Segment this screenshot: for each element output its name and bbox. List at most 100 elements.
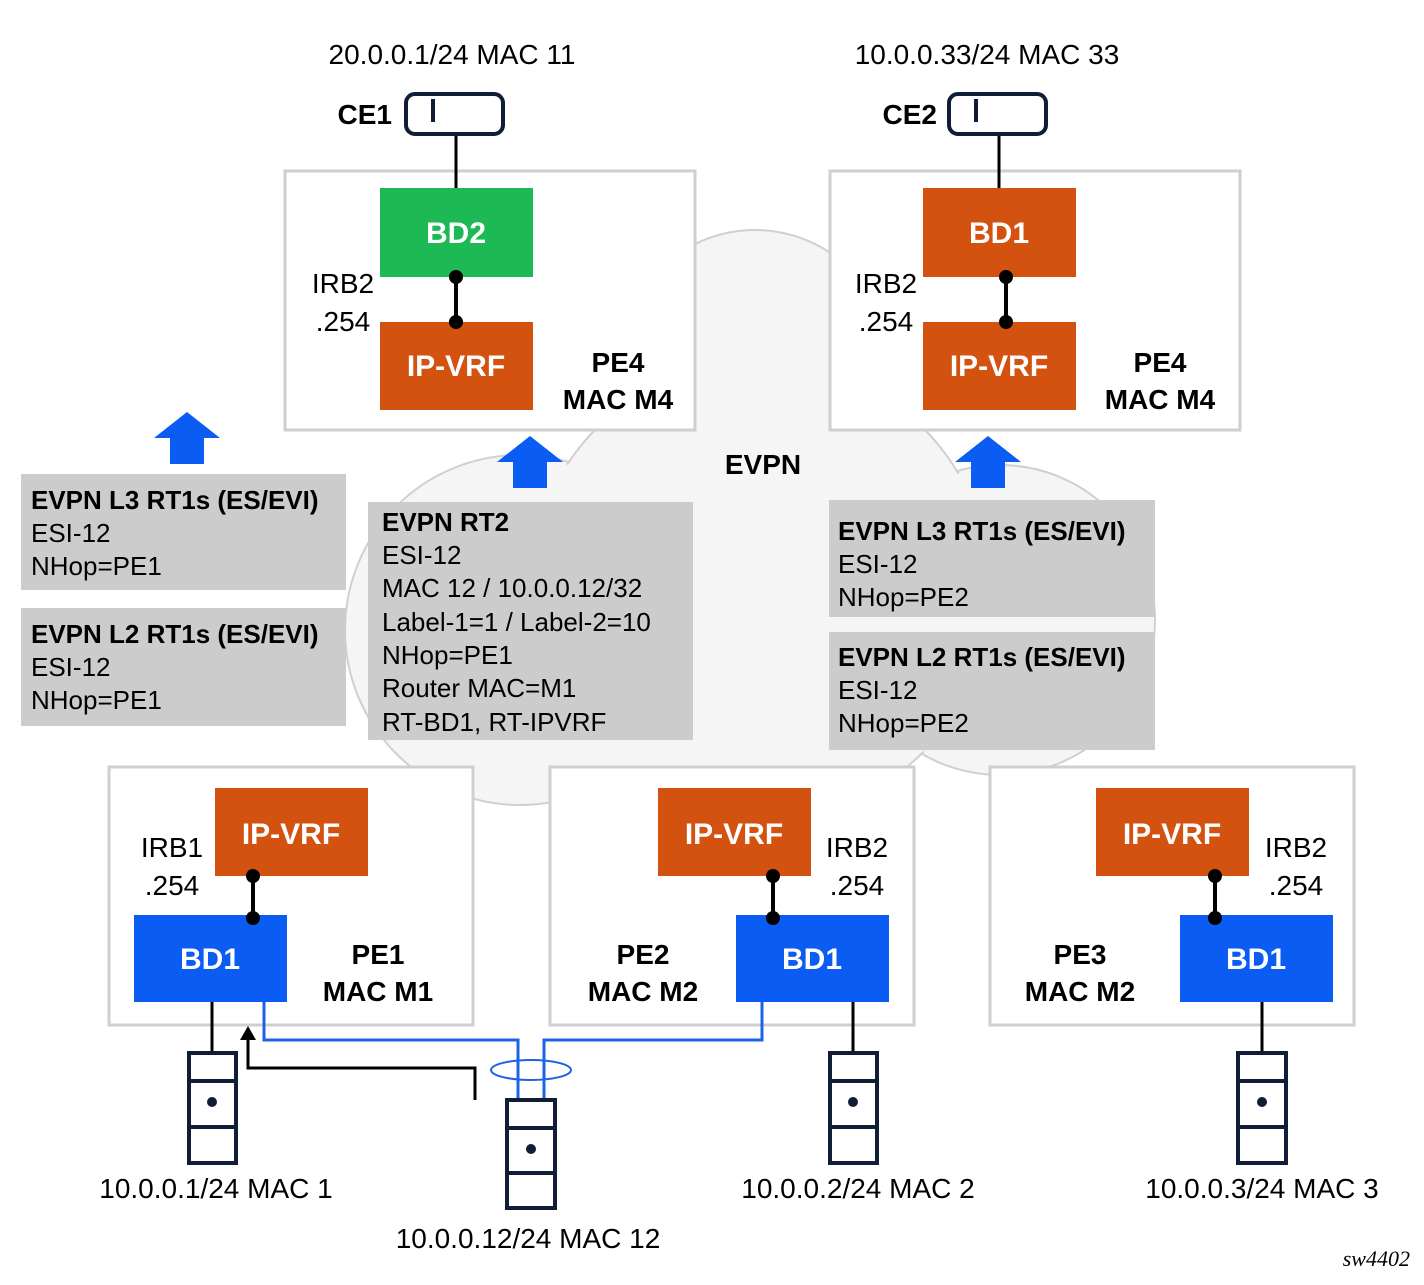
pe3-bd-label: BD1: [1226, 943, 1286, 976]
pe3-vrf-label: IP-VRF: [1123, 818, 1221, 851]
route-rt2-title: EVPN RT2: [382, 507, 509, 537]
pe1-bd: [134, 915, 287, 1002]
host2-label: 10.0.0.2/24 MAC 2: [741, 1173, 974, 1204]
route-rt2-line: ESI-12: [382, 540, 462, 570]
pe4-left-irb-ip: .254: [316, 306, 371, 337]
pe2-name: PE2: [617, 939, 670, 970]
pe3-vrf-dot: [1208, 869, 1222, 883]
pe4-right-bd-label: BD1: [969, 217, 1029, 250]
pe3-irb: IRB2: [1265, 832, 1327, 863]
evpn-label: EVPN: [725, 449, 801, 480]
route-rt2-line: Router MAC=M1: [382, 673, 576, 703]
pe3-bd: [1180, 915, 1333, 1002]
route-rt2-line: Label-1=1 / Label-2=10: [382, 607, 651, 637]
pe4-left-mac: MAC M4: [563, 384, 674, 415]
route-rt2-line: RT-BD1, RT-IPVRF: [382, 707, 606, 737]
pe3-mac: MAC M2: [1025, 976, 1135, 1007]
server-icon: [187, 1051, 238, 1165]
pe4-left-name: PE4: [592, 347, 645, 378]
server-icon: [505, 1098, 557, 1210]
pe4-right-vrf-label: IP-VRF: [950, 350, 1048, 383]
route-right-l2-title: EVPN L2 RT1s (ES/EVI): [838, 642, 1126, 672]
host3-label: 10.0.0.3/24 MAC 3: [1145, 1173, 1378, 1204]
pe4-left-vrf: [380, 322, 533, 410]
route-right-l2-line: NHop=PE2: [838, 708, 969, 738]
host12-label: 10.0.0.12/24 MAC 12: [396, 1223, 661, 1254]
route-box-right-l2: [829, 632, 1155, 750]
up-arrow-icon: [154, 412, 220, 464]
pe2-vrf-dot: [766, 869, 780, 883]
ce2-addr: 10.0.0.33/24 MAC 33: [855, 39, 1120, 70]
route-rt2-line: MAC 12 / 10.0.0.12/32: [382, 573, 642, 603]
pe4-left-irb: IRB2: [312, 268, 374, 299]
arrow-head-icon: [240, 1026, 256, 1040]
ce2-device: [947, 92, 1048, 136]
pe4-left-vrf-label: IP-VRF: [407, 350, 505, 383]
route-right-l3-line: NHop=PE2: [838, 582, 969, 612]
pe4-right-bd: [923, 188, 1076, 277]
pe4-left-vrf-dot: [449, 315, 463, 329]
route-box-left-l3: [21, 474, 346, 590]
up-arrow-icon: [497, 436, 563, 488]
pe1-mac: MAC M1: [323, 976, 433, 1007]
pe1-bd-label: BD1: [180, 943, 240, 976]
ce2-name: CE2: [883, 99, 937, 130]
ce1-addr: 20.0.0.1/24 MAC 11: [329, 39, 576, 70]
route-left-l2-title: EVPN L2 RT1s (ES/EVI): [31, 619, 319, 649]
route-right-l2-line: ESI-12: [838, 675, 918, 705]
pe4-left-bd: [380, 188, 533, 277]
route-left-l2-line: NHop=PE1: [31, 685, 162, 715]
pe2-mac: MAC M2: [588, 976, 698, 1007]
pe3-irb-dot: [1208, 911, 1222, 925]
pe2-bd: [736, 915, 889, 1002]
pe3-irb-ip: .254: [1269, 870, 1324, 901]
ce1-name: CE1: [338, 99, 392, 130]
pe4-right-name: PE4: [1134, 347, 1187, 378]
pe1-vrf-dot: [246, 869, 260, 883]
pe1-irb-dot: [246, 911, 260, 925]
ce1-device: [404, 92, 505, 136]
route-left-l2-line: ESI-12: [31, 652, 111, 682]
return-path-line: [246, 1036, 477, 1100]
pe2-irb-ip: .254: [830, 870, 885, 901]
pe4-right-irb: IRB2: [855, 268, 917, 299]
pe1-irb: IRB1: [141, 832, 203, 863]
lag-ellipse: [490, 1059, 572, 1081]
es-link-pe1: [262, 1002, 520, 1100]
pe4-right-irb-ip: .254: [859, 306, 914, 337]
pe4-right-vrf: [923, 322, 1076, 410]
route-left-l3-line: NHop=PE1: [31, 551, 162, 581]
pe1-name: PE1: [352, 939, 405, 970]
route-box-left-l2: [21, 608, 346, 726]
es-link-pe2: [542, 1002, 764, 1100]
pe2-irb: IRB2: [826, 832, 888, 863]
pe2-vrf-label: IP-VRF: [685, 818, 783, 851]
pe4-left-bd-label: BD2: [426, 217, 486, 250]
pe1-vrf-label: IP-VRF: [242, 818, 340, 851]
route-box-right-l3: [829, 500, 1155, 617]
server-icon: [1236, 1051, 1288, 1165]
pe3-name: PE3: [1054, 939, 1107, 970]
route-box-rt2: [368, 502, 693, 740]
figure-id: sw4402: [1343, 1246, 1410, 1271]
route-right-l3-line: ESI-12: [838, 549, 918, 579]
route-left-l3-line: ESI-12: [31, 518, 111, 548]
up-arrow-icon: [955, 436, 1021, 488]
route-rt2-line: NHop=PE1: [382, 640, 513, 670]
pe4-right-vrf-dot: [999, 315, 1013, 329]
pe3-vrf: [1096, 788, 1249, 876]
server-icon: [828, 1051, 879, 1165]
pe4-right-irb-dot: [999, 270, 1013, 284]
pe2-irb-dot: [766, 911, 780, 925]
pe4-right-mac: MAC M4: [1105, 384, 1216, 415]
route-right-l3-title: EVPN L3 RT1s (ES/EVI): [838, 516, 1126, 546]
route-left-l3-title: EVPN L3 RT1s (ES/EVI): [31, 485, 319, 515]
pe1-vrf: [215, 788, 368, 876]
pe4-left-irb-dot: [449, 270, 463, 284]
pe2-vrf: [658, 788, 811, 876]
pe1-irb-ip: .254: [145, 870, 200, 901]
host1-label: 10.0.0.1/24 MAC 1: [99, 1173, 332, 1204]
pe2-bd-label: BD1: [782, 943, 842, 976]
